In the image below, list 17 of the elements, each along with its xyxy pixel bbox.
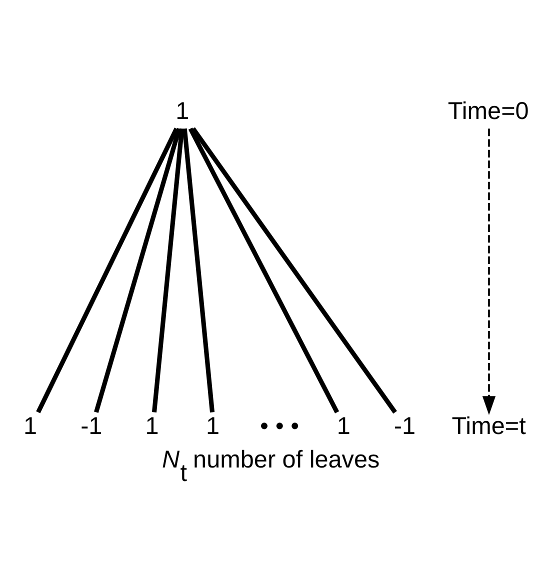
node-text: 1 <box>24 412 38 440</box>
node-text: 1 <box>206 412 220 440</box>
node-text: 1 <box>145 412 159 440</box>
connector <box>152 128 184 412</box>
node-text: -1 <box>394 412 416 440</box>
node-text: Time=0 <box>448 98 529 125</box>
connector <box>94 127 182 412</box>
node-text: Time=t <box>452 412 526 440</box>
connector <box>182 128 215 412</box>
connector <box>191 126 397 414</box>
node-text: -1 <box>80 412 102 440</box>
node-text: 1 <box>176 98 190 125</box>
label: • • • <box>260 412 300 440</box>
connector <box>36 127 179 413</box>
node-text: 1 <box>336 412 350 440</box>
connector <box>188 127 340 413</box>
arrow <box>482 128 496 415</box>
